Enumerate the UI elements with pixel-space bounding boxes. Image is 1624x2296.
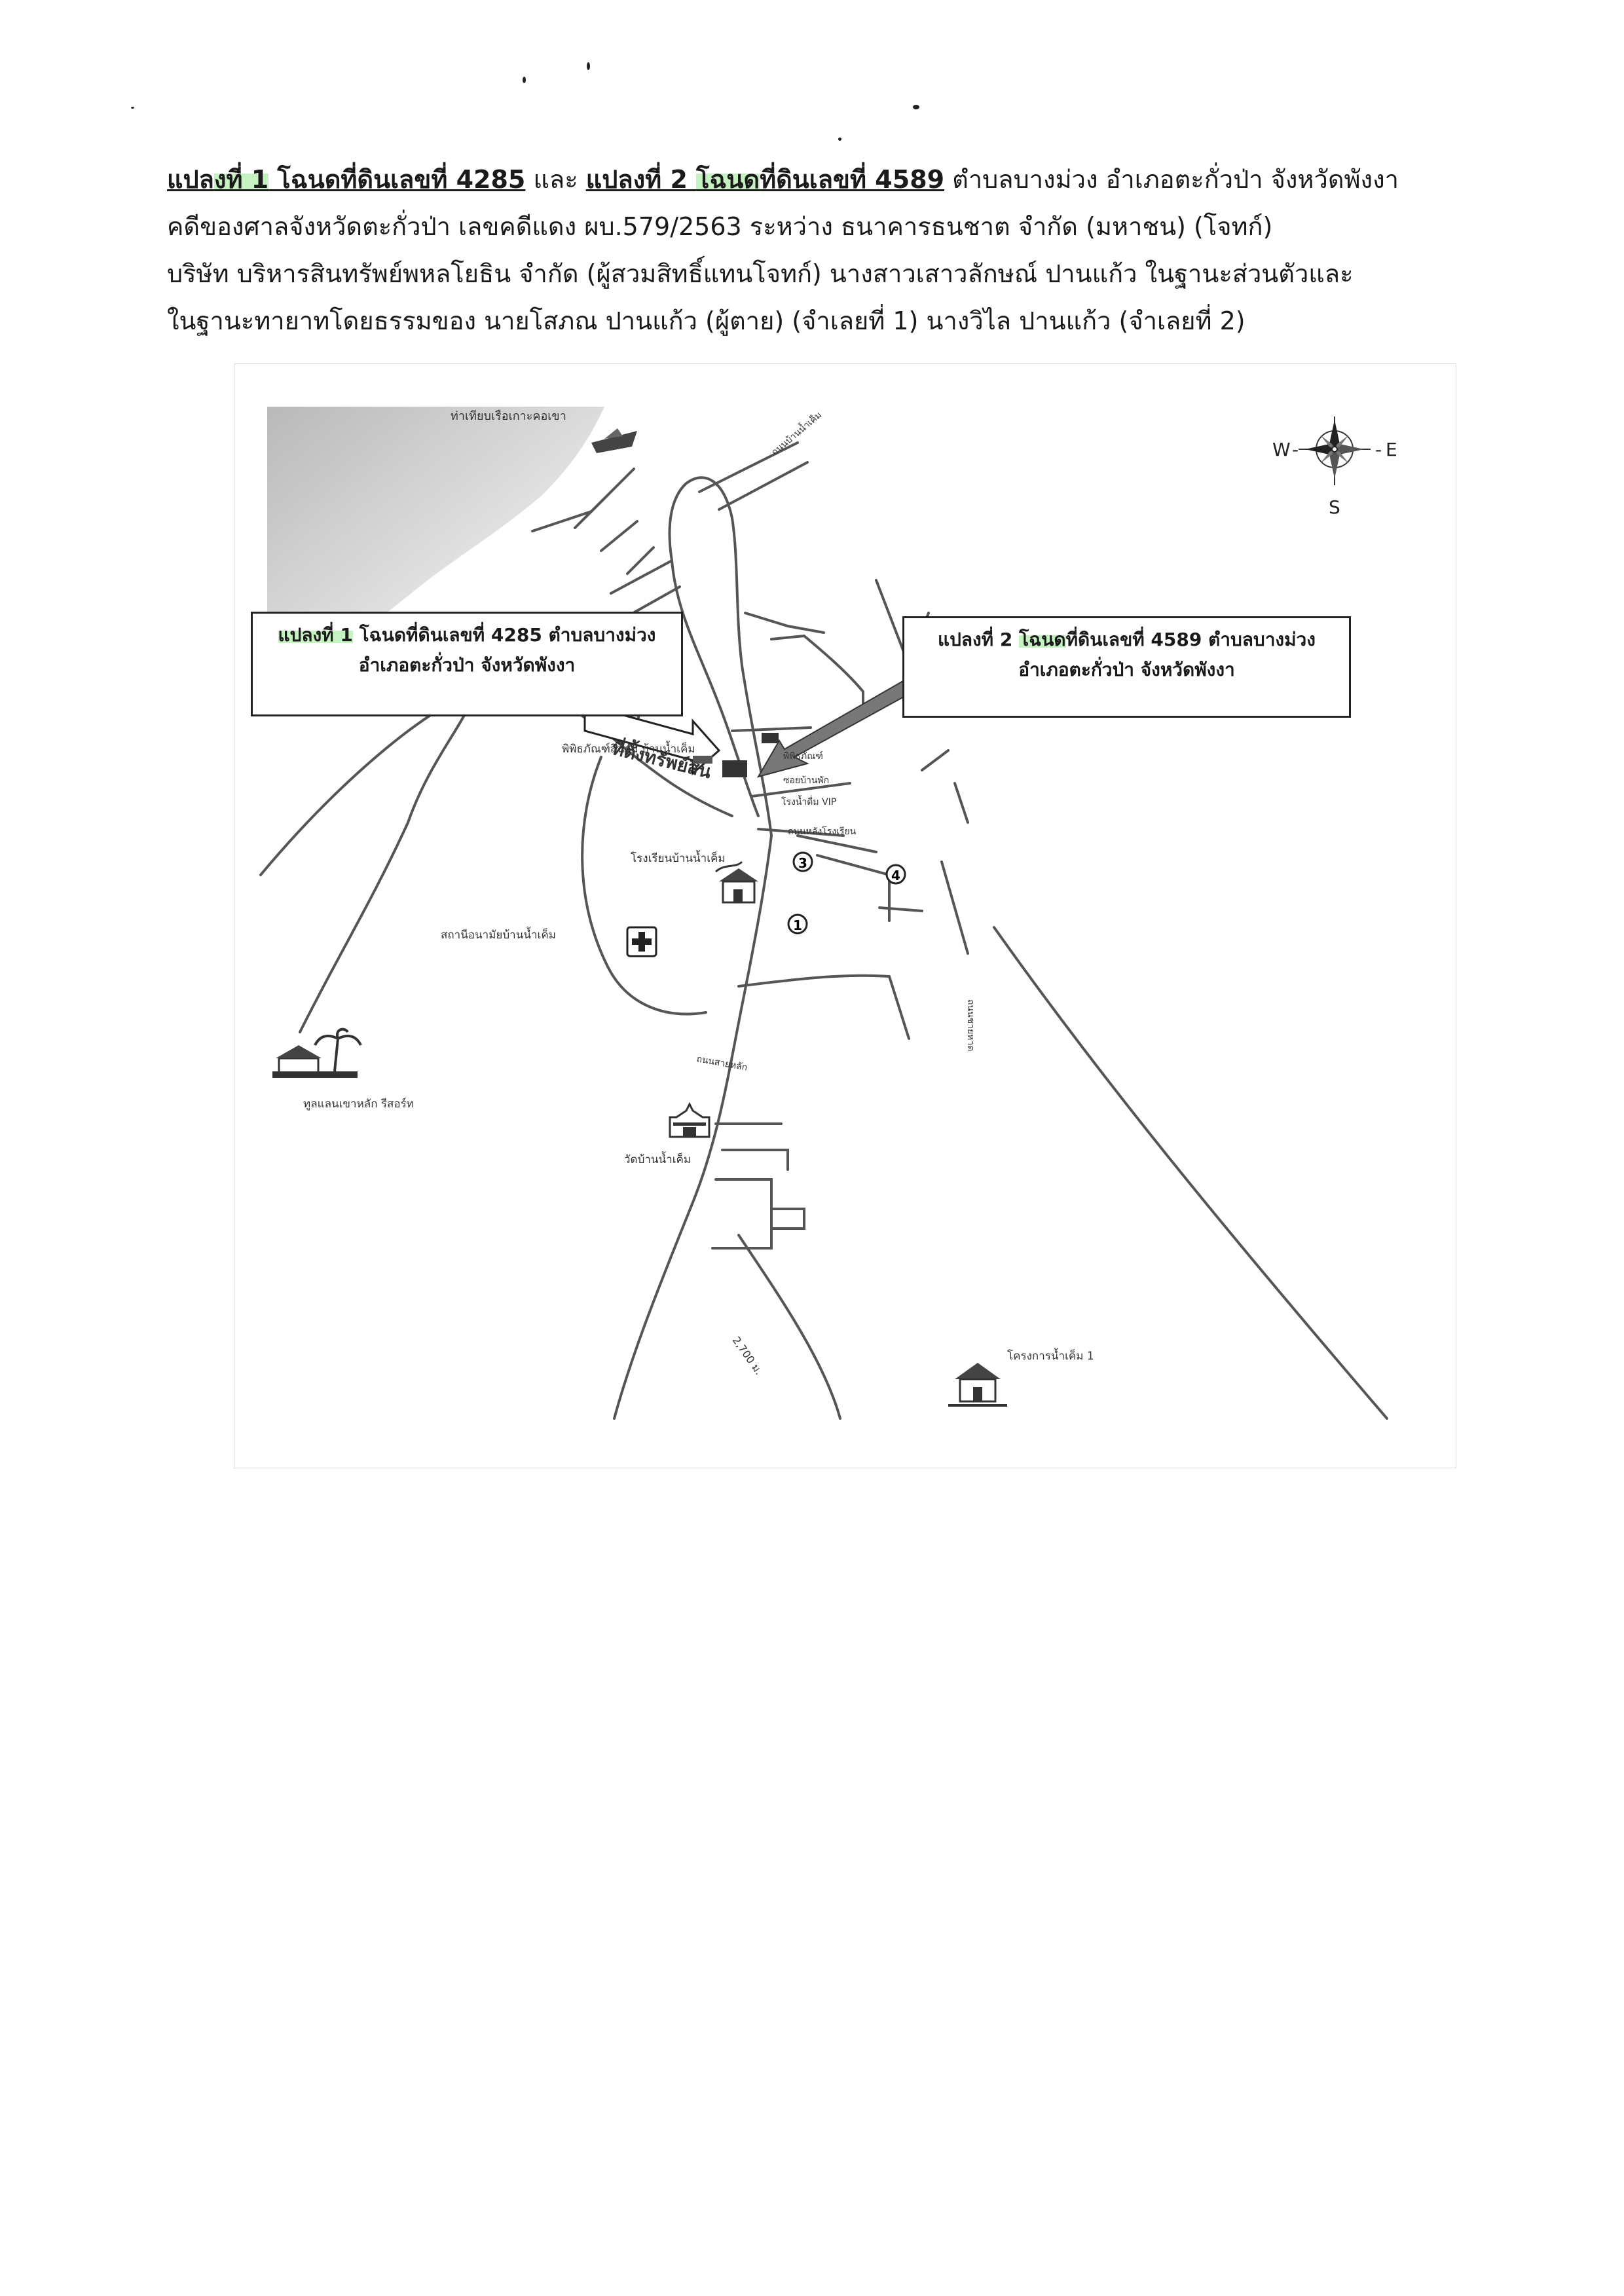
distance-label: 2,700 ม.: [730, 1334, 766, 1377]
marker-1-label: 1: [793, 917, 802, 933]
side-road-3: [600, 520, 638, 552]
scan-speck: [838, 138, 841, 141]
plot1-callout-line2: อำเภอตะกั่วป่า จังหวัดพังงา: [358, 654, 576, 676]
marker-4-label: 4: [891, 868, 900, 883]
plot2-deed: ที่ดินเลขที่ 4589: [760, 165, 945, 194]
poi-label-1: พิพิธภัณฑ์: [783, 750, 823, 762]
plot1-title: แปลงที่ 1 โฉนดที่ดินเลขที่ 4285: [167, 165, 525, 194]
east-road-1: [731, 726, 812, 732]
project-label: โครงการน้ำเค็ม 1: [1007, 1348, 1094, 1363]
east-stub-1: [940, 861, 969, 955]
temple-icon: [669, 1102, 710, 1138]
east-road-8: [744, 612, 825, 634]
resort-palm-icon: [272, 1028, 362, 1078]
plot1-callout: แปลงที่ 1 โฉนดที่ดินเลขที่ 4285 ตำบลบางม…: [251, 612, 683, 716]
poi-label-4: ถนนหลังโรงเรียน: [788, 826, 857, 837]
compass-west: W: [1272, 439, 1291, 460]
location-text: ตำบลบางม่วง อำเภอตะกั่วป่า จังหวัดพังงา: [944, 165, 1399, 194]
side-road-5: [698, 441, 799, 493]
east-stub-2: [953, 782, 969, 824]
road-label-mid: ถนนสายหลัก: [695, 1054, 748, 1073]
east-road-6: [878, 906, 923, 912]
compass-east: E: [1386, 439, 1397, 460]
middle-loop-road: [581, 756, 707, 1016]
header-line-4: ในฐานะทายาทโดยธรรมของ นายโสภณ ปานแก้ว (ผ…: [167, 306, 1246, 335]
plot2-highlight: โฉนด: [696, 165, 760, 194]
plot2-callout-prefix: แปลงที่ 2: [938, 629, 1020, 650]
compass-south: S: [1329, 496, 1340, 518]
pier-label: ท่าเทียบเรือเกาะคอเขา: [451, 409, 566, 423]
marker-3-label: 3: [798, 855, 807, 871]
main-road: [613, 476, 773, 1420]
southwest-road: [299, 690, 475, 1033]
road-label-north: ถนนบ้านน้ำเค็ม: [768, 409, 824, 458]
scan-speck: [587, 62, 590, 70]
compass-west-dash: -: [1292, 439, 1299, 460]
map-canvas: ที่ตั้งทรัพย์สิน: [259, 407, 1397, 1420]
side-road-8: [626, 585, 681, 618]
temple-grid-road-3: [711, 1178, 773, 1250]
compass-east-dash: -: [1375, 439, 1382, 460]
header-line-3: บริษัท บริหารสินทรัพย์พหลโยธิน จำกัด (ผู…: [167, 259, 1354, 288]
plot1-prefix: แปล: [167, 165, 214, 194]
header-line-2: คดีของศาลจังหวัดตะกั่วป่า เลขคดีแดง ผบ.5…: [167, 212, 1273, 241]
and-word: และ: [525, 165, 586, 194]
east-road-4: [796, 834, 877, 853]
road-network: [259, 441, 1388, 1420]
temple-grid-road-4: [770, 1208, 805, 1230]
plot2-title: แปลงที่ 2 โฉนดที่ดินเลขที่ 4589: [586, 165, 944, 194]
marker-4: 4: [885, 864, 906, 885]
side-road-2: [574, 491, 612, 529]
plot1-callout-line1: แปลงที่ 1 โฉนดที่ดินเลขที่ 4285 ตำบลบางม…: [253, 620, 681, 650]
plot1-callout-highlight: แปลงที่ 1: [278, 624, 353, 646]
plot1-deed: โฉนดที่ดินเลขที่ 4285: [268, 165, 526, 194]
hospital-cross-icon: [626, 926, 657, 957]
project-house-icon: [948, 1363, 1007, 1407]
poi-label-3: โรงน้ำดื่ม VIP: [781, 795, 836, 807]
asset-building-icon: [693, 733, 779, 777]
museum-label: พิพิธภัณฑ์สึนามิ บ้านน้ำเค็ม: [562, 741, 695, 756]
side-road-7: [610, 559, 673, 595]
plot1-highlight: งที่ 1: [213, 165, 269, 194]
resort-label: ทูลแลนเขาหลัก รีสอร์ท: [303, 1098, 414, 1111]
marker-3: 3: [792, 851, 813, 872]
plot1-callout-rest: โฉนดที่ดินเลขที่ 4285 ตำบลบางม่วง: [352, 624, 656, 646]
side-road-6: [718, 461, 809, 511]
plot2-callout-rest: ที่ดินเลขที่ 4589 ตำบลบางม่วง: [1065, 629, 1316, 650]
east-road-5: [816, 854, 891, 922]
road-label-east: ถนนชายหาด: [965, 999, 976, 1051]
plot2-callout-line1: แปลงที่ 2 โฉนดที่ดินเลขที่ 4589 ตำบลบางม…: [904, 625, 1349, 655]
compass-rose-icon: W - - E S: [1272, 417, 1397, 518]
sea-area: [267, 407, 604, 672]
east-road-7: [737, 974, 910, 1040]
coast-road: [993, 926, 1388, 1420]
east-road-2: [750, 782, 851, 798]
ship-icon: [591, 428, 637, 453]
poi-label-2: ซอยบ้านพัก: [783, 775, 829, 786]
plot2-prefix: แปลงที่ 2: [585, 165, 697, 194]
location-map: ที่ตั้งทรัพย์สิน: [234, 363, 1456, 1468]
plot2-callout-line2: อำเภอตะกั่วป่า จังหวัดพังงา: [1018, 659, 1235, 680]
plot2-callout: แปลงที่ 2 โฉนดที่ดินเลขที่ 4589 ตำบลบางม…: [902, 616, 1351, 718]
marker-1: 1: [787, 914, 808, 935]
school-label: โรงเรียนบ้านน้ำเค็ม: [631, 850, 726, 865]
east-road-3: [757, 828, 845, 837]
scan-speck: [523, 77, 526, 83]
temple-grid-road-2: [721, 1149, 789, 1171]
header-line-1: แปลงที่ 1 โฉนดที่ดินเลขที่ 4285 และ แปลง…: [167, 156, 1477, 203]
east-road-9: [770, 635, 805, 640]
health-center-label: สถานีอนามัยบ้านน้ำเค็ม: [441, 927, 556, 942]
side-road-4: [626, 546, 655, 575]
south-road: [737, 1234, 841, 1420]
east-stub-3: [921, 749, 950, 771]
scan-speck: [913, 105, 919, 109]
north-east-road: [803, 635, 864, 706]
school-icon: [715, 861, 758, 904]
temple-label: วัดบ้านน้ำเค็ม: [624, 1151, 691, 1166]
document-header: แปลงที่ 1 โฉนดที่ดินเลขที่ 4285 และ แปลง…: [167, 156, 1477, 344]
plot2-callout-highlight: โฉนด: [1019, 629, 1066, 650]
scan-speck: [131, 107, 134, 109]
